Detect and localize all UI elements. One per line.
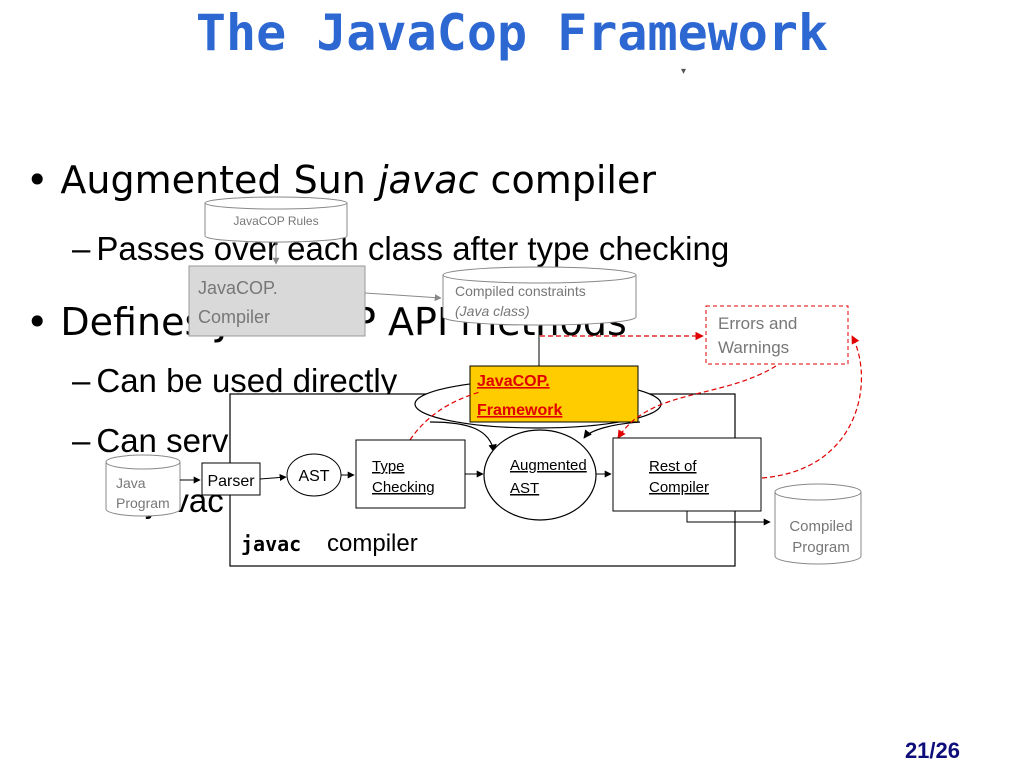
parser-label: Parser [207, 473, 255, 490]
rest-to-errors-curve [761, 335, 863, 479]
javac-compiler-label: compiler [327, 530, 418, 557]
ast-label: AST [298, 468, 329, 485]
slide-title: The JavaCop Framework [195, 4, 829, 62]
type-checking-box: Type Checking [355, 439, 466, 509]
ast-ellipse: AST [286, 453, 342, 497]
type-checking-label-2: Checking [372, 479, 435, 496]
compiler-label-1: JavaCOP. [198, 278, 278, 298]
subbullet-dash: – [72, 230, 91, 267]
errors-label-2: Warnings [718, 338, 789, 357]
subbullet-dash: – [72, 362, 91, 399]
compiled-constraints-cylinder: Compiled constraints (Java class) [442, 266, 637, 326]
subbullet-text: Passes over each class after type checki… [96, 230, 730, 267]
subbullet-text: Can be used directly [96, 362, 398, 399]
constraints-label-1: Compiled constraints [455, 283, 586, 299]
augmented-label-2: AST [510, 480, 539, 497]
subbullet-used-directly: –Can be used directly [72, 362, 397, 400]
bullet-text-em: javac [377, 158, 479, 202]
page-number: 21/26 [904, 738, 960, 763]
framework-to-augmented-right-arrow [583, 421, 641, 439]
javacop-framework-box: JavaCOP. Framework [469, 365, 639, 423]
bullet-text-post: compiler [478, 158, 656, 202]
bullet-dot: • [26, 300, 49, 344]
constraints-label-2: (Java class) [455, 303, 530, 319]
compiler-to-constraints-arrow [364, 292, 442, 302]
framework-label-2: Framework [477, 402, 562, 419]
javacop-rules-cylinder: JavaCOP Rules [204, 196, 348, 243]
java-program-cylinder: Java Program [105, 454, 181, 517]
rest-label-2: Compiler [649, 479, 709, 496]
javac-code-label: javac [241, 532, 301, 556]
compiled-program-cylinder: Compiled Program [774, 483, 862, 565]
augmented-ast-ellipse: Augmented AST [483, 429, 597, 521]
javacop-rules-label: JavaCOP Rules [233, 214, 318, 228]
bullet-augmented-javac: •Augmented Sun javac compiler [26, 158, 656, 202]
errors-curve-left [409, 391, 481, 441]
type-checking-label-1: Type [372, 458, 405, 475]
bullet-text-pre: Augmented Sun [60, 158, 378, 202]
subbullet-passes: –Passes over each class after type check… [72, 230, 729, 268]
compiled-program-label-1: Compiled [789, 518, 852, 535]
subbullet-dash: – [72, 422, 91, 459]
rest-to-output-arrow [686, 511, 771, 526]
tick-mark: ▾ [681, 66, 687, 77]
java-program-label-1: Java [116, 475, 146, 491]
errors-label-1: Errors and [718, 314, 797, 333]
augmented-label-1: Augmented [510, 457, 587, 474]
framework-label-1: JavaCOP. [477, 373, 550, 390]
java-program-label-2: Program [116, 495, 170, 511]
errors-curve-right [617, 365, 777, 439]
rest-of-compiler-box: Rest of Compiler [612, 437, 762, 512]
framework-to-augmented-left-arrow [429, 421, 497, 453]
rest-label-1: Rest of [649, 458, 697, 475]
errors-warnings-box: Errors and Warnings [705, 305, 849, 365]
bullet-dot: • [26, 158, 49, 202]
compiled-program-label-2: Program [792, 539, 850, 556]
compiler-label-2: Compiler [198, 307, 270, 327]
javacop-compiler-box: JavaCOP. Compiler [188, 265, 366, 337]
parser-box: Parser [201, 462, 261, 496]
parser-to-ast-arrow [259, 473, 287, 481]
